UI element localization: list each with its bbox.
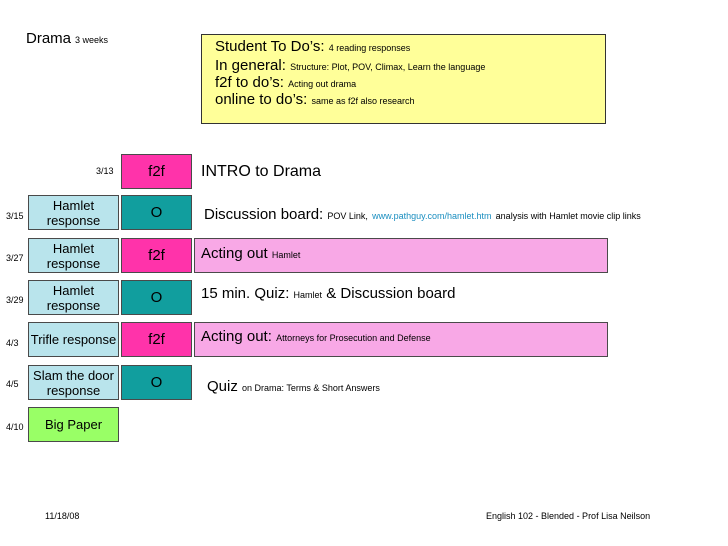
footer-course: English 102 - Blended - Prof Lisa Neilso… [486,511,651,521]
activity-quiz-drama: Quiz on Drama: Terms & Short Answers [207,378,380,395]
response-box: Hamlet response [28,238,119,273]
activity-note: Attorneys for Prosecution and Defense [276,333,431,343]
activity-label: Acting out: [201,328,272,345]
row-date: 3/13 [96,166,114,176]
response-box: Slam the door response [28,365,119,400]
title-subtitle: 3 weeks [75,35,109,45]
activity-discussion: Discussion board: POV Link, www.pathguy.… [204,206,641,223]
footer-date: 11/18/08 [45,511,80,521]
activity-acting-hamlet: Acting out Hamlet [201,245,300,262]
f2f-marker: f2f [121,154,192,189]
todo-heading: Student To Do’s: [215,38,325,55]
response-box: Hamlet response [28,195,119,230]
todo-f2f-note: Acting out drama [288,79,357,89]
row-date: 4/10 [6,422,24,432]
online-marker: O [121,280,192,315]
activity-note: Hamlet [293,290,323,300]
row-date: 4/3 [6,338,19,348]
activity-label: 15 min. Quiz: [201,285,290,302]
activity-note: on Drama: Terms & Short Answers [242,383,380,393]
todo-heading-note: 4 reading responses [328,43,411,53]
todo-online-note: same as f2f also research [311,96,415,106]
online-marker: O [121,195,192,230]
activity-note: Hamlet [271,250,301,260]
row-date: 3/29 [6,295,24,305]
activity-label: Acting out [201,245,268,262]
todo-general-label: In general: [215,57,286,74]
f2f-activity-band [194,322,608,357]
row-date: 3/27 [6,253,24,263]
activity-intro: INTRO to Drama [201,163,322,180]
todo-general-line: In general: Structure: Plot, POV, Climax… [215,58,605,75]
todo-heading-line: Student To Do’s: 4 reading responses [215,37,605,58]
activity-note: POV Link, [327,211,368,221]
todo-online-label: online to do’s: [215,91,308,108]
response-box: Trifle response [28,322,119,357]
student-todo-box: Student To Do’s: 4 reading responses In … [201,34,606,124]
activity-quiz-hamlet: 15 min. Quiz: Hamlet & Discussion board [201,285,455,302]
row-date: 3/15 [6,211,24,221]
activity-label: Discussion board: [204,206,324,223]
row-date: 4/5 [6,379,19,389]
todo-f2f-line: f2f to do’s: Acting out drama [215,75,605,92]
f2f-marker: f2f [121,238,192,273]
activity-label-2: & Discussion board [326,285,456,302]
f2f-marker: f2f [121,322,192,357]
hamlet-link[interactable]: www.pathguy.com/hamlet.htm [372,211,492,221]
response-box: Hamlet response [28,280,119,315]
online-marker: O [121,365,192,400]
title-text: Drama [26,30,72,47]
todo-online-line: online to do’s: same as f2f also researc… [215,92,605,109]
activity-note: analysis with Hamlet movie clip links [495,211,641,221]
f2f-activity-band [194,238,608,273]
big-paper-box: Big Paper [28,407,119,442]
activity-acting-trifle: Acting out: Attorneys for Prosecution an… [201,328,431,345]
activity-label: Quiz [207,378,238,395]
todo-f2f-label: f2f to do’s: [215,74,284,91]
todo-general-note: Structure: Plot, POV, Climax, Learn the … [290,62,486,72]
